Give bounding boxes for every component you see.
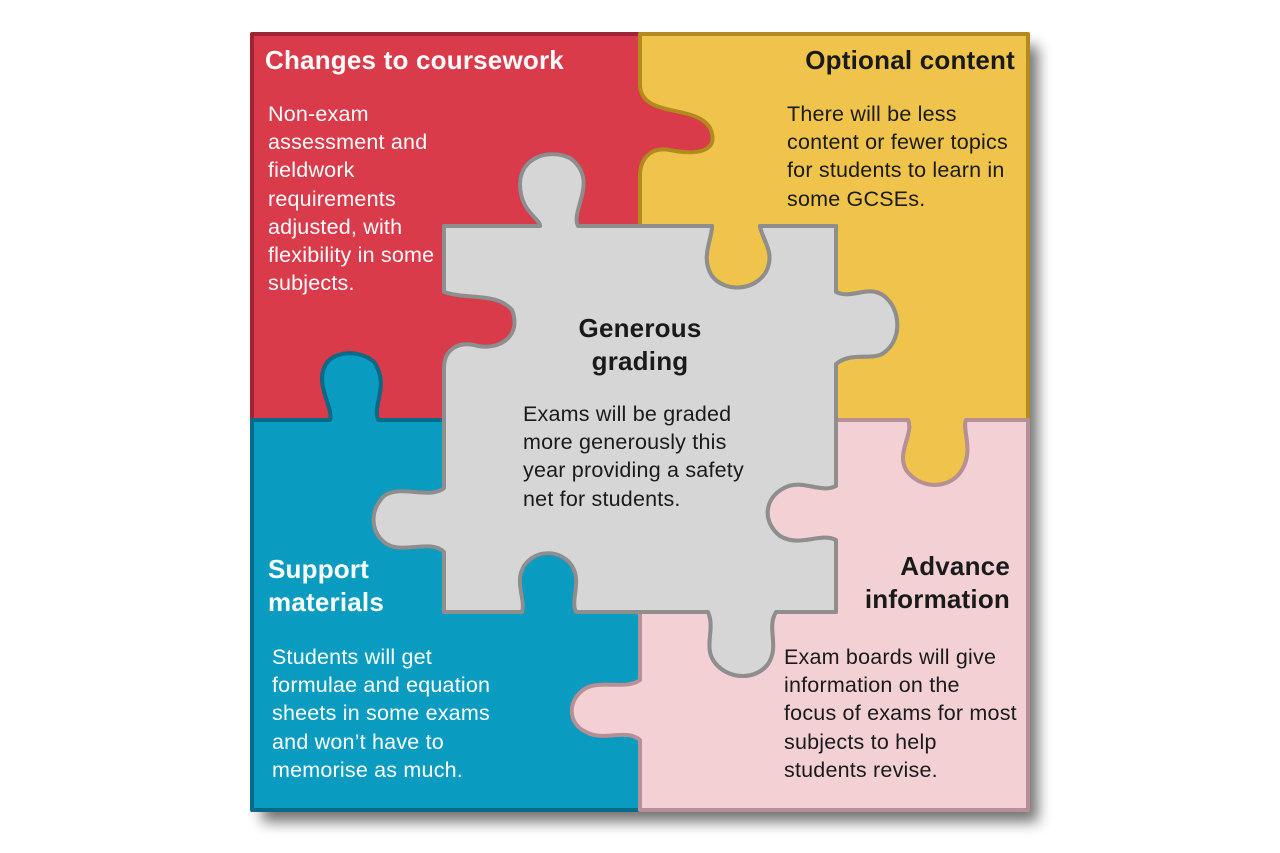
coursework-title: Changes to coursework: [265, 45, 564, 75]
optional-title: Optional content: [805, 45, 1015, 75]
advance-title: Advance information: [864, 551, 1010, 614]
coursework-text: Non-exam assessment and fieldwork requir…: [268, 102, 435, 296]
optional-text: There will be less content or fewer topi…: [787, 102, 1008, 211]
support-text: Students will get formulae and equation …: [272, 645, 491, 782]
support-title: Support materials: [268, 554, 384, 617]
advance-text: Exam boards will give information on the…: [784, 645, 1017, 782]
grading-text: Exams will be graded more generously thi…: [523, 402, 744, 511]
grading-title: Generous grading: [578, 313, 702, 376]
piece-grading: [371, 152, 900, 678]
